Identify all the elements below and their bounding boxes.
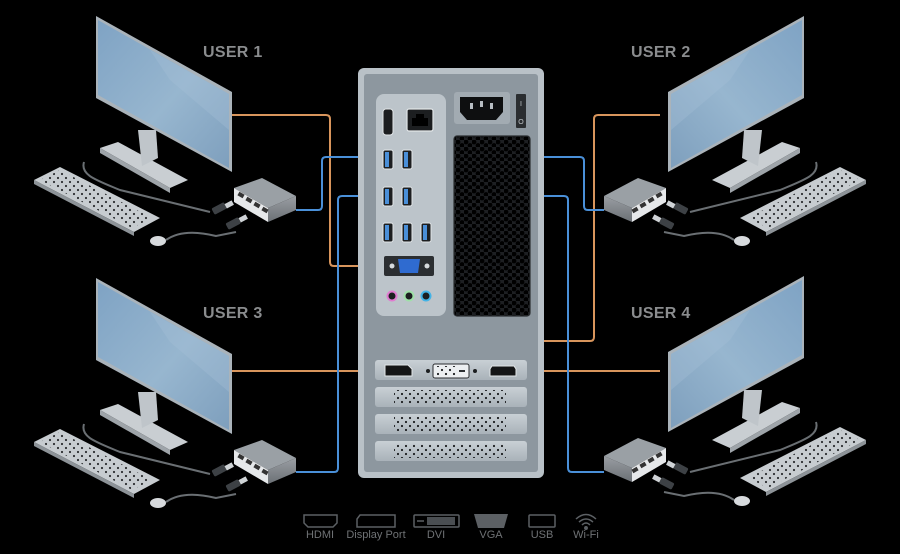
audio-port-blue — [420, 290, 432, 302]
user-4-label: USER 4 — [631, 305, 691, 322]
displayport-icon — [356, 514, 396, 528]
legend-label-displayport: Display Port — [346, 529, 406, 541]
usb-cable-user-3 — [296, 195, 386, 473]
dvi-port — [426, 363, 477, 379]
hdmi-icon — [303, 514, 338, 528]
vga-cable-user-1 — [232, 114, 390, 267]
usb-cable-user-1 — [296, 156, 386, 211]
power-socket — [460, 97, 503, 120]
user-3-label: USER 3 — [203, 305, 263, 322]
legend-label-usb: USB — [530, 529, 554, 541]
usb-port — [382, 186, 394, 207]
legend-label-wifi: Wi-Fi — [573, 529, 599, 541]
legend-label-hdmi: HDMI — [305, 529, 335, 541]
usb-port — [401, 222, 413, 243]
legend-label-vga: VGA — [479, 529, 503, 541]
usb-port — [401, 149, 413, 170]
user-2-label: USER 2 — [631, 44, 691, 61]
wifi-icon — [575, 513, 597, 530]
legend-label-dvi: DVI — [426, 529, 446, 541]
vga-icon — [474, 514, 508, 528]
power-switch-on: I — [520, 101, 522, 108]
pc-tower: I O — [358, 68, 544, 478]
usb-port — [382, 222, 394, 243]
usb-cable-user-2 — [406, 156, 604, 211]
user-1-label: USER 1 — [203, 44, 263, 61]
dvi-icon — [413, 514, 460, 528]
vga-port — [384, 256, 434, 276]
usb-port — [401, 186, 413, 207]
psu-vent — [453, 135, 531, 317]
displayport-port — [384, 364, 413, 377]
audio-port-pink — [386, 290, 398, 302]
usb-port — [420, 222, 432, 243]
audio-port-green — [403, 290, 415, 302]
usb-port — [382, 149, 394, 170]
hdmi-port-motherboard — [382, 108, 394, 136]
power-switch[interactable] — [516, 94, 526, 128]
hdmi-port-gpu — [489, 365, 517, 377]
power-switch-off: O — [518, 119, 524, 126]
usb-ports — [382, 149, 432, 243]
connector-legend: HDMI Display Port DVI VGA USB Wi-Fi — [0, 512, 900, 552]
usb-icon — [528, 514, 556, 528]
legend-icons — [303, 513, 597, 530]
usb-cable-user-4 — [406, 195, 604, 473]
